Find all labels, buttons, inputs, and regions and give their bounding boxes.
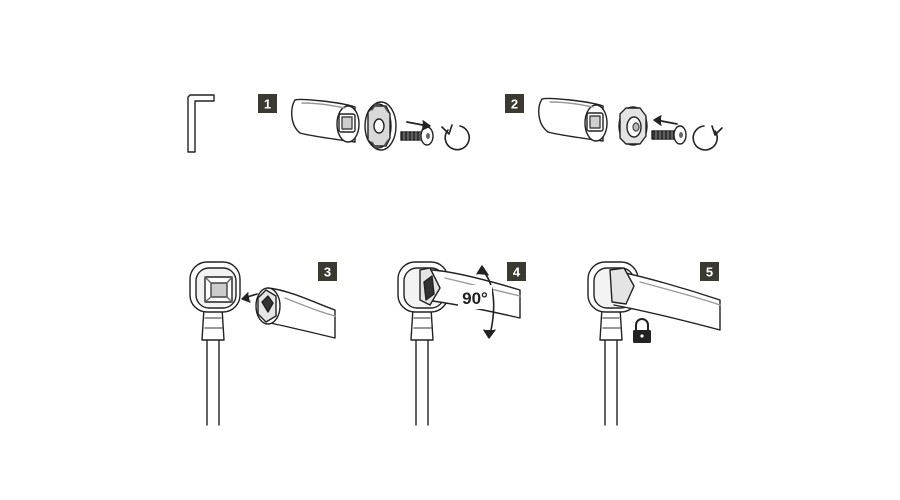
hex-key-icon (187, 94, 215, 153)
step-badge-2: 2 (505, 94, 524, 113)
step-badge-1: 1 (258, 94, 277, 113)
socket-head (189, 261, 241, 313)
arrow-icon (653, 115, 678, 126)
screw (651, 125, 687, 145)
step-1: 1 (258, 94, 470, 151)
lock-icon (633, 318, 651, 343)
handle (609, 267, 721, 331)
arrow-icon (406, 120, 431, 131)
step-badge-5: 5 (700, 262, 719, 281)
step-3: 3 (189, 261, 337, 426)
svg-text:1: 1 (264, 97, 271, 112)
rotate-cw-icon (692, 125, 723, 151)
svg-text:2: 2 (511, 97, 518, 112)
step-badge-4: 4 (507, 262, 526, 281)
svg-text:4: 4 (513, 265, 521, 280)
svg-text:5: 5 (706, 265, 713, 280)
screw (400, 126, 434, 146)
step-5: 5 (587, 261, 721, 426)
adapter-nut (618, 106, 648, 146)
handle (255, 287, 336, 339)
rotation-label: 90° (458, 285, 492, 309)
handle-end (291, 98, 360, 143)
shaft (599, 307, 623, 426)
step-4: 4 90° (397, 261, 526, 426)
step-badge-3: 3 (318, 262, 337, 281)
handle-end (538, 97, 608, 142)
rotation-arrow-icon (476, 265, 496, 339)
rotate-ccw-icon (441, 124, 470, 151)
step-2: 2 (505, 94, 723, 151)
svg-text:3: 3 (324, 265, 331, 280)
arrow-icon (241, 292, 258, 303)
adapter-disk (364, 101, 397, 151)
shaft (410, 307, 434, 426)
svg-text:90°: 90° (462, 289, 488, 308)
shaft (201, 307, 225, 426)
